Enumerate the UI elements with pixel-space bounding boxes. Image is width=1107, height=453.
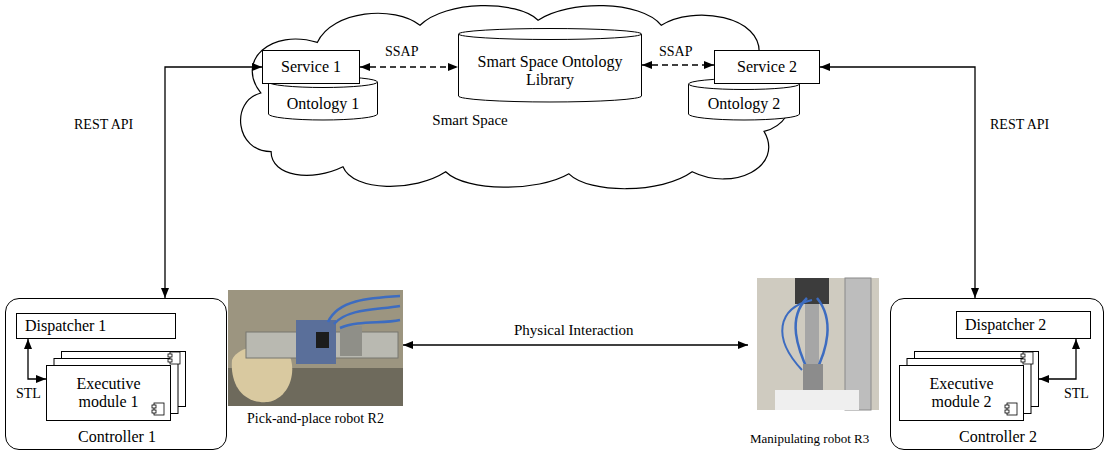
robot-r3-illustration <box>757 278 879 410</box>
module-frame <box>47 366 171 421</box>
text-holder: Ontology 1 <box>268 90 378 118</box>
text-holder: Smart Space Ontology Library <box>475 44 625 98</box>
node-text: Pick-and-place robot R2 <box>247 411 384 427</box>
edge-label: REST API <box>988 117 1051 133</box>
node-text: Smart Space Ontology Library <box>475 53 625 90</box>
node-text: Smart Space <box>432 112 507 129</box>
ontology-library-cylinder: Smart Space Ontology Library <box>458 28 642 102</box>
cylinder-top <box>459 29 642 40</box>
executive-module-stack: Executive module 1 <box>46 351 186 421</box>
node-text: Executive module 2 <box>912 375 1012 412</box>
service-box: Service 1 <box>262 50 360 84</box>
edge-label: Physical Interaction <box>512 322 636 339</box>
text-holder: Pick-and-place robot R2 <box>228 410 403 428</box>
node-text: Service 2 <box>737 58 797 76</box>
node-text: Dispatcher 2 <box>965 316 1046 334</box>
text-holder: Service 1 <box>263 51 359 83</box>
module-frame <box>900 366 1024 421</box>
connector <box>360 66 458 67</box>
node-text: Controller 1 <box>78 428 156 446</box>
controller-box: Controller 1 Dispatcher 1 Executive module… <box>5 298 227 450</box>
text-holder: Service 2 <box>715 51 819 83</box>
robot-photo: Pick-and-place robot R2 <box>228 290 403 430</box>
smart-space-cloud: Smart Space Service 1 Ontology 1 Smart Spac… <box>230 0 800 192</box>
edge-label: SSAP <box>383 44 420 60</box>
dispatcher-box: Dispatcher 2 <box>956 311 1091 339</box>
edge-label: STL <box>1062 386 1091 402</box>
connector <box>403 344 748 345</box>
edge-label: REST API <box>72 117 135 133</box>
cylinder-body <box>459 34 642 102</box>
text-holder: Dispatcher 1 <box>17 314 175 338</box>
node-text: Controller 2 <box>959 428 1037 446</box>
connector <box>642 64 714 65</box>
connector <box>820 67 975 298</box>
edge-label: STL <box>14 386 43 402</box>
component-icon <box>1021 352 1033 364</box>
node-text: Dispatcher 1 <box>25 317 106 335</box>
dispatcher-box: Dispatcher 1 <box>16 313 176 339</box>
text-holder: Executive module 2 <box>912 365 1012 421</box>
cloud-path <box>241 6 793 189</box>
ontology-cylinder: Ontology 2 <box>688 78 800 120</box>
node-text: Ontology 2 <box>708 95 780 113</box>
component-icon <box>168 352 180 364</box>
component-icon <box>152 403 164 415</box>
text-holder: Manipulating robot R3 <box>750 430 886 448</box>
cylinder-top <box>269 77 378 88</box>
executive-module-stack: Executive module 2 <box>899 351 1039 421</box>
robot-photo: Manipulating robot R3 <box>748 278 886 450</box>
service-box: Service 2 <box>714 50 820 84</box>
controller-box: Controller 2 Dispatcher 2 Executive module… <box>890 298 1104 450</box>
node-text: Manipulating robot R3 <box>750 432 869 447</box>
node-text: Executive module 1 <box>59 375 159 412</box>
component-icon <box>1005 403 1017 415</box>
text-holder: Controller 2 <box>891 427 1105 447</box>
node-text: Service 1 <box>281 58 341 76</box>
text-holder: Executive module 1 <box>59 365 159 421</box>
text-holder: Dispatcher 2 <box>957 312 1090 338</box>
node-text: Ontology 1 <box>287 95 359 113</box>
connector <box>28 339 46 379</box>
edge-label: SSAP <box>657 44 694 60</box>
text-holder: Ontology 2 <box>688 90 800 118</box>
text-holder: Controller 1 <box>6 427 228 447</box>
robot-r2-illustration <box>228 290 403 406</box>
text-holder: Smart Space <box>422 110 518 132</box>
connector <box>1039 339 1076 379</box>
cylinder-top <box>689 79 800 90</box>
